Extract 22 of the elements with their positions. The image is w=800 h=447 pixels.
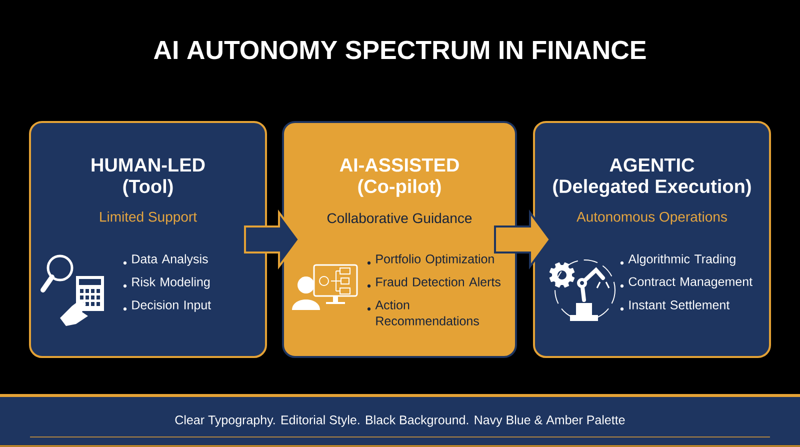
bullet-item: Contract Management — [620, 277, 752, 289]
card-heading: (Delegated Execution) — [553, 179, 751, 197]
bullet-item: Instant Settlement — [620, 300, 730, 311]
card-subtitle: Collaborative Guidance — [327, 212, 472, 224]
footer-band: Clear Typography. Editorial Style. Black Background. Navy Blue & Amber Palette — [0, 397, 800, 445]
card-heading: AGENTIC — [610, 158, 694, 172]
title: AI AUTONOMY SPECTRUM IN FINANCE — [154, 40, 646, 60]
card-heading: (Tool) — [123, 179, 173, 197]
bullet-item: Algorithmic Trading — [620, 254, 736, 266]
card-subtitle: Autonomous Operations — [576, 211, 727, 225]
card-heading: (Co-pilot) — [358, 179, 441, 197]
block-arrow — [494, 209, 552, 270]
card-heading: HUMAN-LED — [92, 158, 205, 172]
card-heading: AI-ASSISTED — [340, 158, 459, 172]
bullet-item: Risk Modeling — [123, 277, 210, 289]
bullet-item: Action Recommendations — [367, 300, 479, 326]
bullet-item: Portfolio Optimization — [367, 254, 494, 266]
card-subtitle: Limited Support — [100, 211, 197, 225]
bullet-item: Decision Input — [123, 300, 211, 312]
block-arrow — [244, 209, 300, 270]
bullet-item: Fraud Detection Alerts — [367, 277, 500, 288]
bullet-item: Data Analysis — [123, 254, 208, 266]
